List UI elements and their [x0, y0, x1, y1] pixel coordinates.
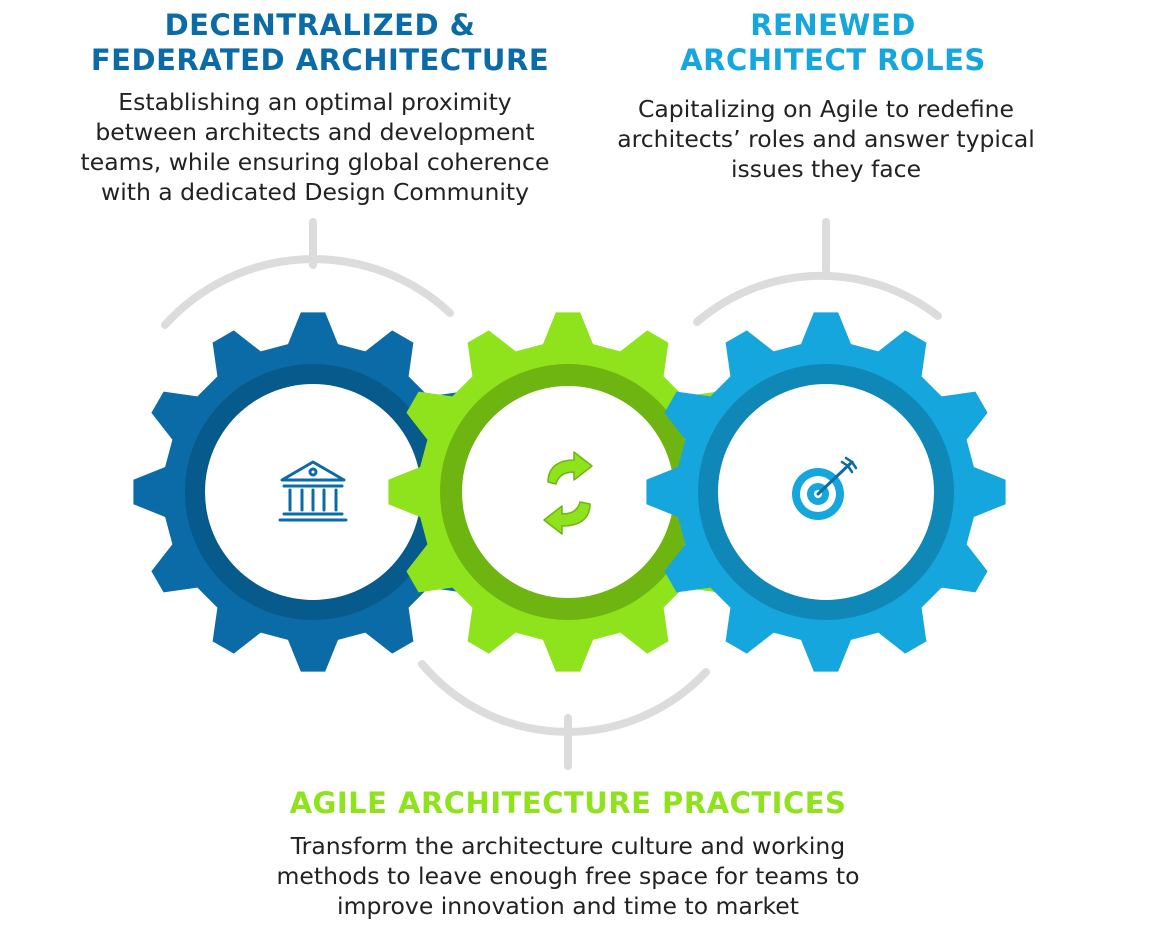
green-gear	[388, 312, 748, 672]
left-connector-arc	[161, 255, 454, 329]
bottom-connector-arc	[418, 660, 710, 736]
agile-practices-description: Transform the architecture culture and w…	[276, 832, 860, 920]
renewed-roles-description: Capitalizing on Agile to redefine archit…	[617, 95, 1035, 183]
refresh-arrows-icon	[543, 451, 593, 535]
right-connector-arc	[693, 271, 942, 326]
decentralized-description: Establishing an optimal proximity betwee…	[80, 88, 550, 206]
renewed-roles-title: RENEWED ARCHITECT ROLES	[680, 8, 986, 77]
green-gear-center	[462, 386, 674, 598]
agile-practices-title: AGILE ARCHITECTURE PRACTICES	[289, 786, 847, 820]
target-arrow-icon	[792, 456, 858, 520]
bank-building-icon	[278, 460, 348, 522]
decentralized-title: DECENTRALIZED & FEDERATED ARCHITECTURE	[90, 8, 550, 77]
